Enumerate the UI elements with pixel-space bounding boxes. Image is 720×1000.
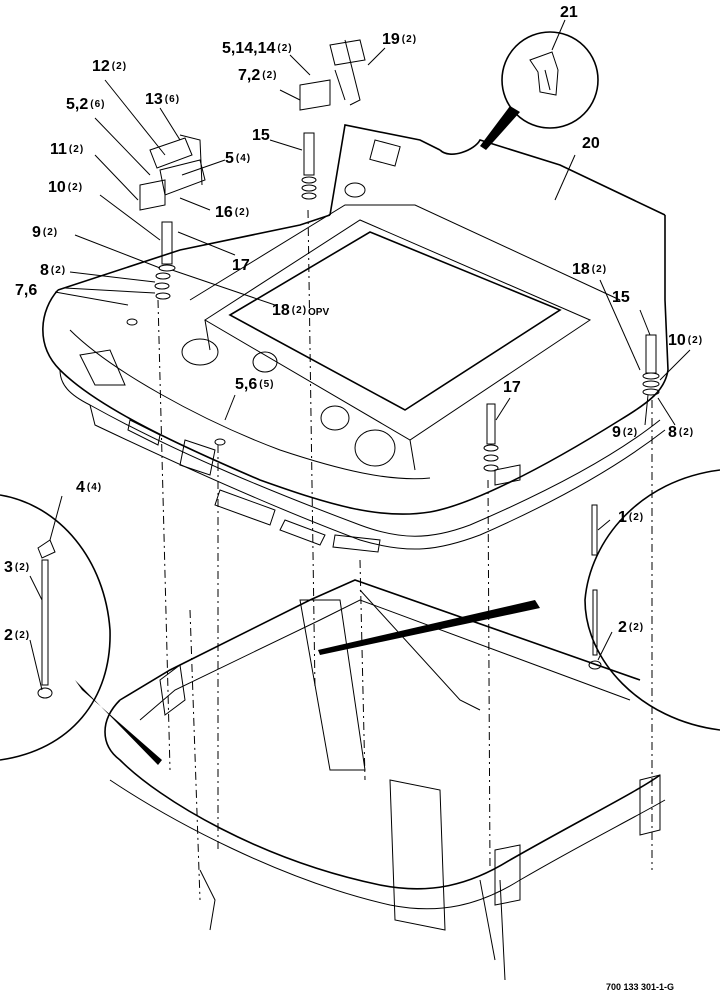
callout-4: 4(4): [76, 479, 103, 496]
callout-3: 3(2): [4, 559, 31, 576]
callout-5-14-14: 5,14,14(2): [222, 40, 293, 57]
leader-lines: [29, 19, 691, 691]
drawing-code: 700 133 301-1-G: [606, 982, 675, 992]
detail-callout-right: [318, 469, 720, 731]
callout-10-left: 10(2): [48, 179, 84, 196]
callout-18-opv: 18(2)OPV: [272, 302, 330, 319]
hinge-brackets: [139, 39, 366, 211]
callout-2-left: 2(2): [4, 627, 31, 644]
callout-1: 1(2): [618, 509, 645, 526]
callout-7-6: 7,6: [15, 282, 38, 299]
callout-12: 12(2): [92, 58, 128, 75]
callout-5-6: 5,6(5): [235, 376, 275, 393]
callout-17-left: 17: [232, 257, 250, 274]
callout-15-right: 15: [612, 289, 630, 306]
callout-5-2: 5,2(6): [66, 96, 106, 113]
callout-15-top: 15: [252, 127, 270, 144]
spacer-studs: [126, 132, 660, 472]
callout-9-left: 9(2): [32, 224, 59, 241]
roof-panel: [42, 124, 669, 553]
assembly-guide-lines: [157, 209, 653, 901]
callout-21: 21: [560, 4, 578, 21]
callout-5-4: 5(4): [225, 150, 252, 167]
detail-callout-left: [0, 494, 162, 765]
callout-20: 20: [582, 135, 600, 152]
callout-18-right: 18(2): [572, 261, 608, 278]
detail-callout-21: [480, 31, 599, 150]
callout-19: 19(2): [382, 31, 418, 48]
callout-13: 13(6): [145, 91, 181, 108]
callout-2-right: 2(2): [618, 619, 645, 636]
callout-11: 11(2): [50, 141, 85, 158]
callout-8-right: 8(2): [668, 424, 695, 441]
callout-8-left: 8(2): [40, 262, 67, 279]
callout-7-2-top: 7,2(2): [238, 67, 278, 84]
cab-frame: [104, 579, 666, 981]
callout-17-right: 17: [503, 379, 521, 396]
callout-10-right: 10(2): [668, 332, 704, 349]
callout-9-right: 9(2): [612, 424, 639, 441]
callout-16: 16(2): [215, 204, 251, 221]
